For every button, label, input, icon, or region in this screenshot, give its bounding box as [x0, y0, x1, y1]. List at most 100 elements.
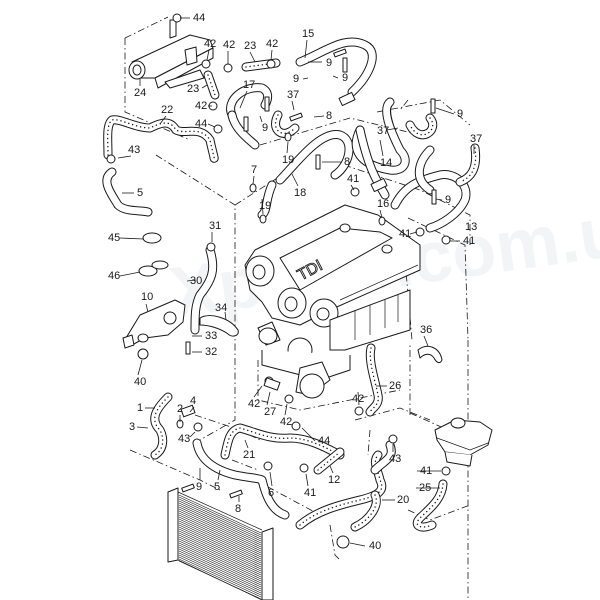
radiator-fin	[178, 498, 262, 538]
callout-19[interactable]: 19	[259, 200, 271, 212]
callout-34[interactable]: 34	[215, 302, 227, 314]
radiator-fins	[178, 494, 262, 600]
callout-leader-line	[350, 184, 355, 191]
callout-leader-line	[239, 90, 248, 109]
callout-19[interactable]: 19	[282, 154, 294, 166]
callout-43[interactable]: 43	[128, 144, 140, 156]
radiator-fin	[178, 512, 262, 552]
callout-44[interactable]: 44	[195, 118, 207, 130]
callout-9[interactable]: 9	[262, 122, 268, 134]
callout-leader-line	[244, 439, 249, 449]
callout-9[interactable]: 9	[196, 481, 202, 493]
callout-40[interactable]: 40	[134, 376, 146, 388]
callout-41[interactable]: 41	[420, 465, 432, 477]
callout-9[interactable]: 9	[293, 73, 299, 85]
callout-46[interactable]: 46	[108, 270, 120, 282]
callout-42[interactable]: 42	[266, 38, 278, 50]
callout-21[interactable]: 21	[243, 449, 255, 461]
callout-41[interactable]: 41	[304, 487, 316, 499]
radiator-fin	[178, 556, 262, 596]
callout-37[interactable]: 37	[377, 125, 389, 137]
callout-31[interactable]: 31	[209, 220, 221, 232]
callout-6[interactable]: 6	[268, 487, 274, 499]
callout-43[interactable]: 43	[178, 433, 190, 445]
callout-15[interactable]: 15	[302, 28, 314, 40]
callout-27[interactable]: 27	[264, 406, 276, 418]
callout-9[interactable]: 9	[342, 72, 348, 84]
callout-2[interactable]: 2	[177, 403, 183, 415]
callout-8[interactable]: 8	[235, 503, 241, 515]
callout-8[interactable]: 8	[344, 156, 350, 168]
callout-17[interactable]: 17	[243, 79, 255, 91]
callout-41[interactable]: 41	[463, 235, 475, 247]
callout-leader-line	[119, 237, 145, 240]
callout-42[interactable]: 42	[280, 416, 292, 428]
callout-44[interactable]: 44	[193, 12, 205, 24]
callout-42[interactable]: 42	[223, 39, 235, 51]
callout-42[interactable]: 42	[248, 398, 260, 410]
callout-40[interactable]: 40	[369, 540, 381, 552]
callout-leader-line	[207, 123, 216, 128]
radiator-fin	[178, 550, 262, 590]
callout-leader-line	[137, 359, 143, 376]
callout-24[interactable]: 24	[134, 87, 146, 99]
callout-37[interactable]: 37	[287, 89, 299, 101]
callout-42[interactable]: 42	[204, 38, 216, 50]
callout-leader-line	[349, 542, 366, 547]
callout-leader-line	[252, 175, 255, 185]
callout-22[interactable]: 22	[161, 104, 173, 116]
radiator-fin	[178, 538, 262, 578]
callout-8[interactable]: 8	[326, 110, 332, 122]
callout-16[interactable]: 16	[377, 198, 389, 210]
callout-23[interactable]: 23	[244, 40, 256, 52]
callout-leader-line	[305, 473, 309, 487]
callout-5[interactable]: 5	[137, 187, 143, 199]
callout-13[interactable]: 13	[465, 221, 477, 233]
callout-leader-line	[409, 231, 418, 235]
radiator-fin	[178, 500, 262, 540]
callout-9[interactable]: 9	[326, 57, 332, 69]
callout-26[interactable]: 26	[389, 380, 401, 392]
callout-leader-line	[357, 391, 360, 406]
callout-12[interactable]: 12	[328, 474, 340, 486]
callout-42[interactable]: 42	[352, 393, 364, 405]
callout-7[interactable]: 7	[251, 164, 257, 176]
callout-4[interactable]: 4	[190, 395, 196, 407]
callout-leader-line	[435, 198, 443, 201]
callout-41[interactable]: 41	[347, 173, 359, 185]
callout-45[interactable]: 45	[108, 232, 120, 244]
engine-block: TDI	[244, 204, 421, 399]
callout-1[interactable]: 1	[137, 402, 143, 414]
callout-25[interactable]: 25	[419, 482, 431, 494]
callout-41[interactable]: 41	[399, 228, 411, 240]
radiator-fin	[178, 496, 262, 536]
callout-leader-line	[301, 427, 316, 442]
callout-leaders	[117, 17, 475, 547]
callout-3[interactable]: 3	[129, 421, 135, 433]
callout-9[interactable]: 9	[457, 108, 463, 120]
callout-42[interactable]: 42	[195, 100, 207, 112]
callout-44[interactable]: 44	[318, 435, 330, 447]
callout-9[interactable]: 9	[445, 194, 451, 206]
callout-leader-line	[249, 51, 256, 63]
callout-20[interactable]: 20	[397, 494, 409, 506]
callout-leader-line	[119, 271, 141, 277]
callout-leader-line	[286, 141, 289, 154]
callout-43[interactable]: 43	[389, 453, 401, 465]
callout-10[interactable]: 10	[141, 291, 153, 303]
callout-30[interactable]: 30	[190, 275, 202, 287]
callout-32[interactable]: 32	[205, 346, 217, 358]
callout-leader-line	[435, 107, 455, 115]
radiator-fin	[178, 510, 262, 550]
callout-23[interactable]: 23	[187, 83, 199, 95]
callout-33[interactable]: 33	[205, 330, 217, 342]
callout-18[interactable]: 18	[294, 187, 306, 199]
callout-14[interactable]: 14	[380, 157, 392, 169]
callout-leader-line	[224, 311, 227, 321]
callout-leader-line	[206, 49, 210, 61]
radiator-fin	[178, 516, 262, 556]
callout-37[interactable]: 37	[470, 133, 482, 145]
callout-leader-line	[313, 115, 325, 118]
callout-36[interactable]: 36	[420, 324, 432, 336]
callout-5[interactable]: 5	[214, 481, 220, 493]
